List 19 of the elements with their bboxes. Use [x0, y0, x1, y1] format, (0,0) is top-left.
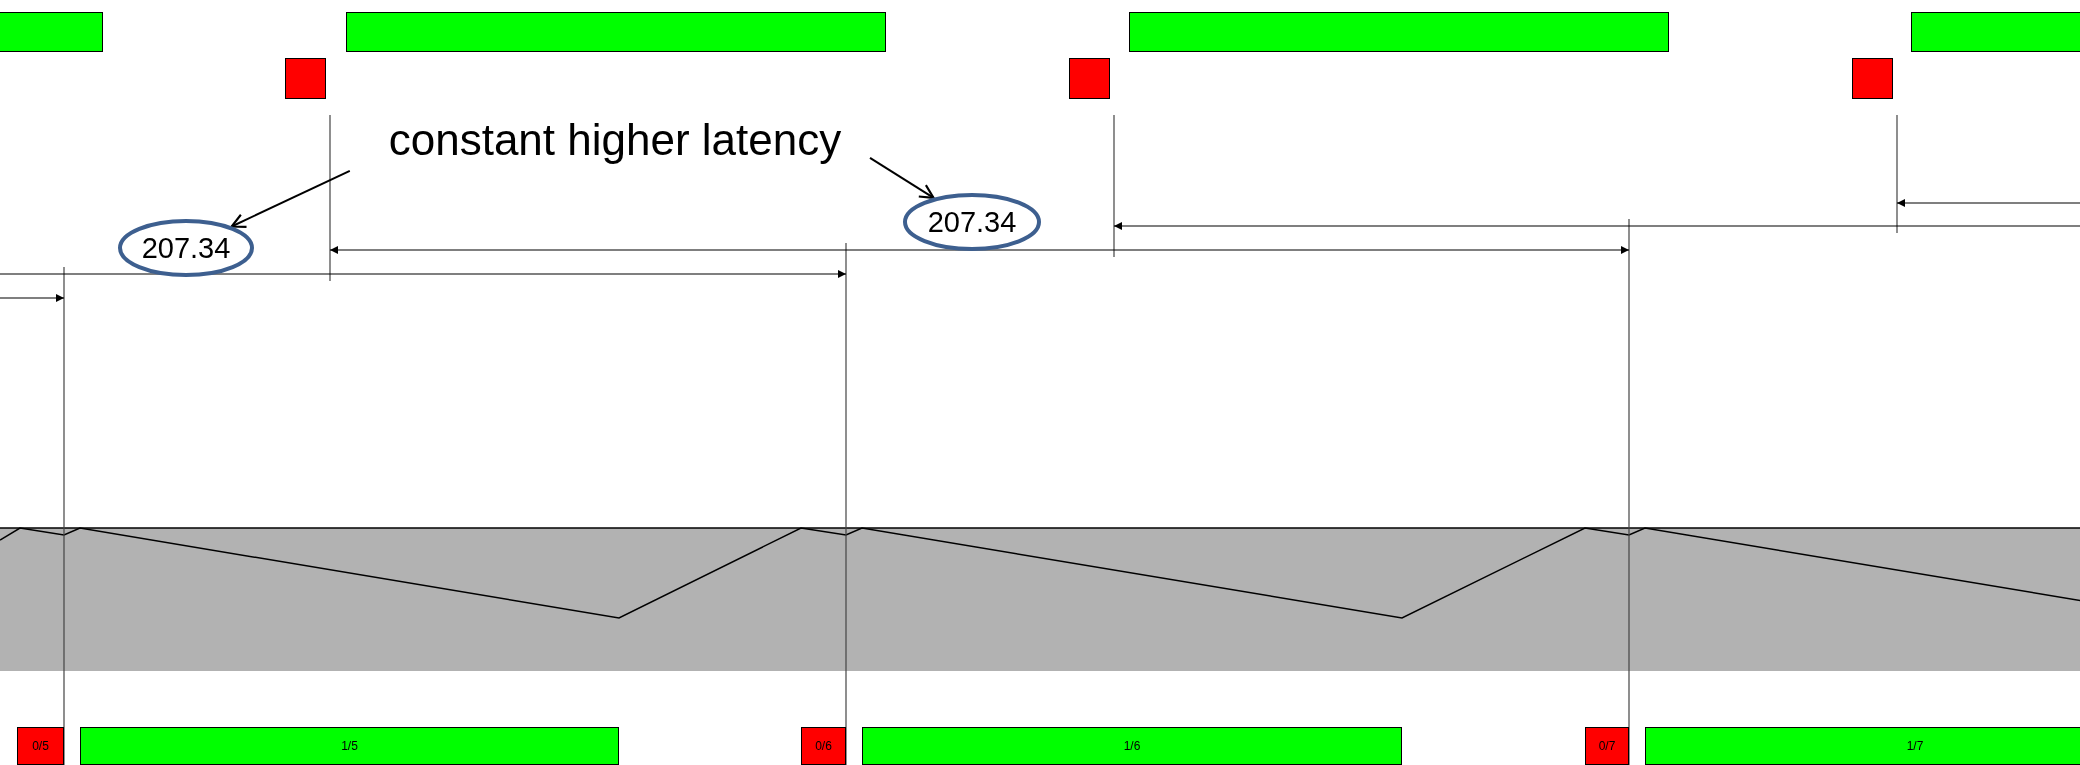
- slot-block: 1/7: [1645, 727, 2080, 765]
- leader-arrow: [869, 156, 935, 199]
- slot-marker: [1852, 58, 1893, 99]
- leader-arrow: [230, 169, 351, 228]
- slot-block: 1/5: [80, 727, 619, 765]
- slot-marker: [285, 58, 326, 99]
- annotation-text: constant higher latency: [360, 112, 870, 168]
- slot-block: 1/6: [862, 727, 1402, 765]
- latency-value: 207.34: [141, 231, 231, 265]
- slot-marker: [1069, 58, 1110, 99]
- slot-bar: [1129, 12, 1669, 52]
- highlight-ellipse: [903, 193, 1041, 251]
- slot-bar: [346, 12, 886, 52]
- slot-bar: [0, 12, 103, 52]
- latency-value: 207.34: [927, 205, 1017, 239]
- slot-block: 0/7: [1585, 727, 1629, 765]
- highlight-ellipse: [118, 219, 254, 277]
- slot-block: 0/5: [17, 727, 64, 765]
- slot-block: 0/6: [801, 727, 846, 765]
